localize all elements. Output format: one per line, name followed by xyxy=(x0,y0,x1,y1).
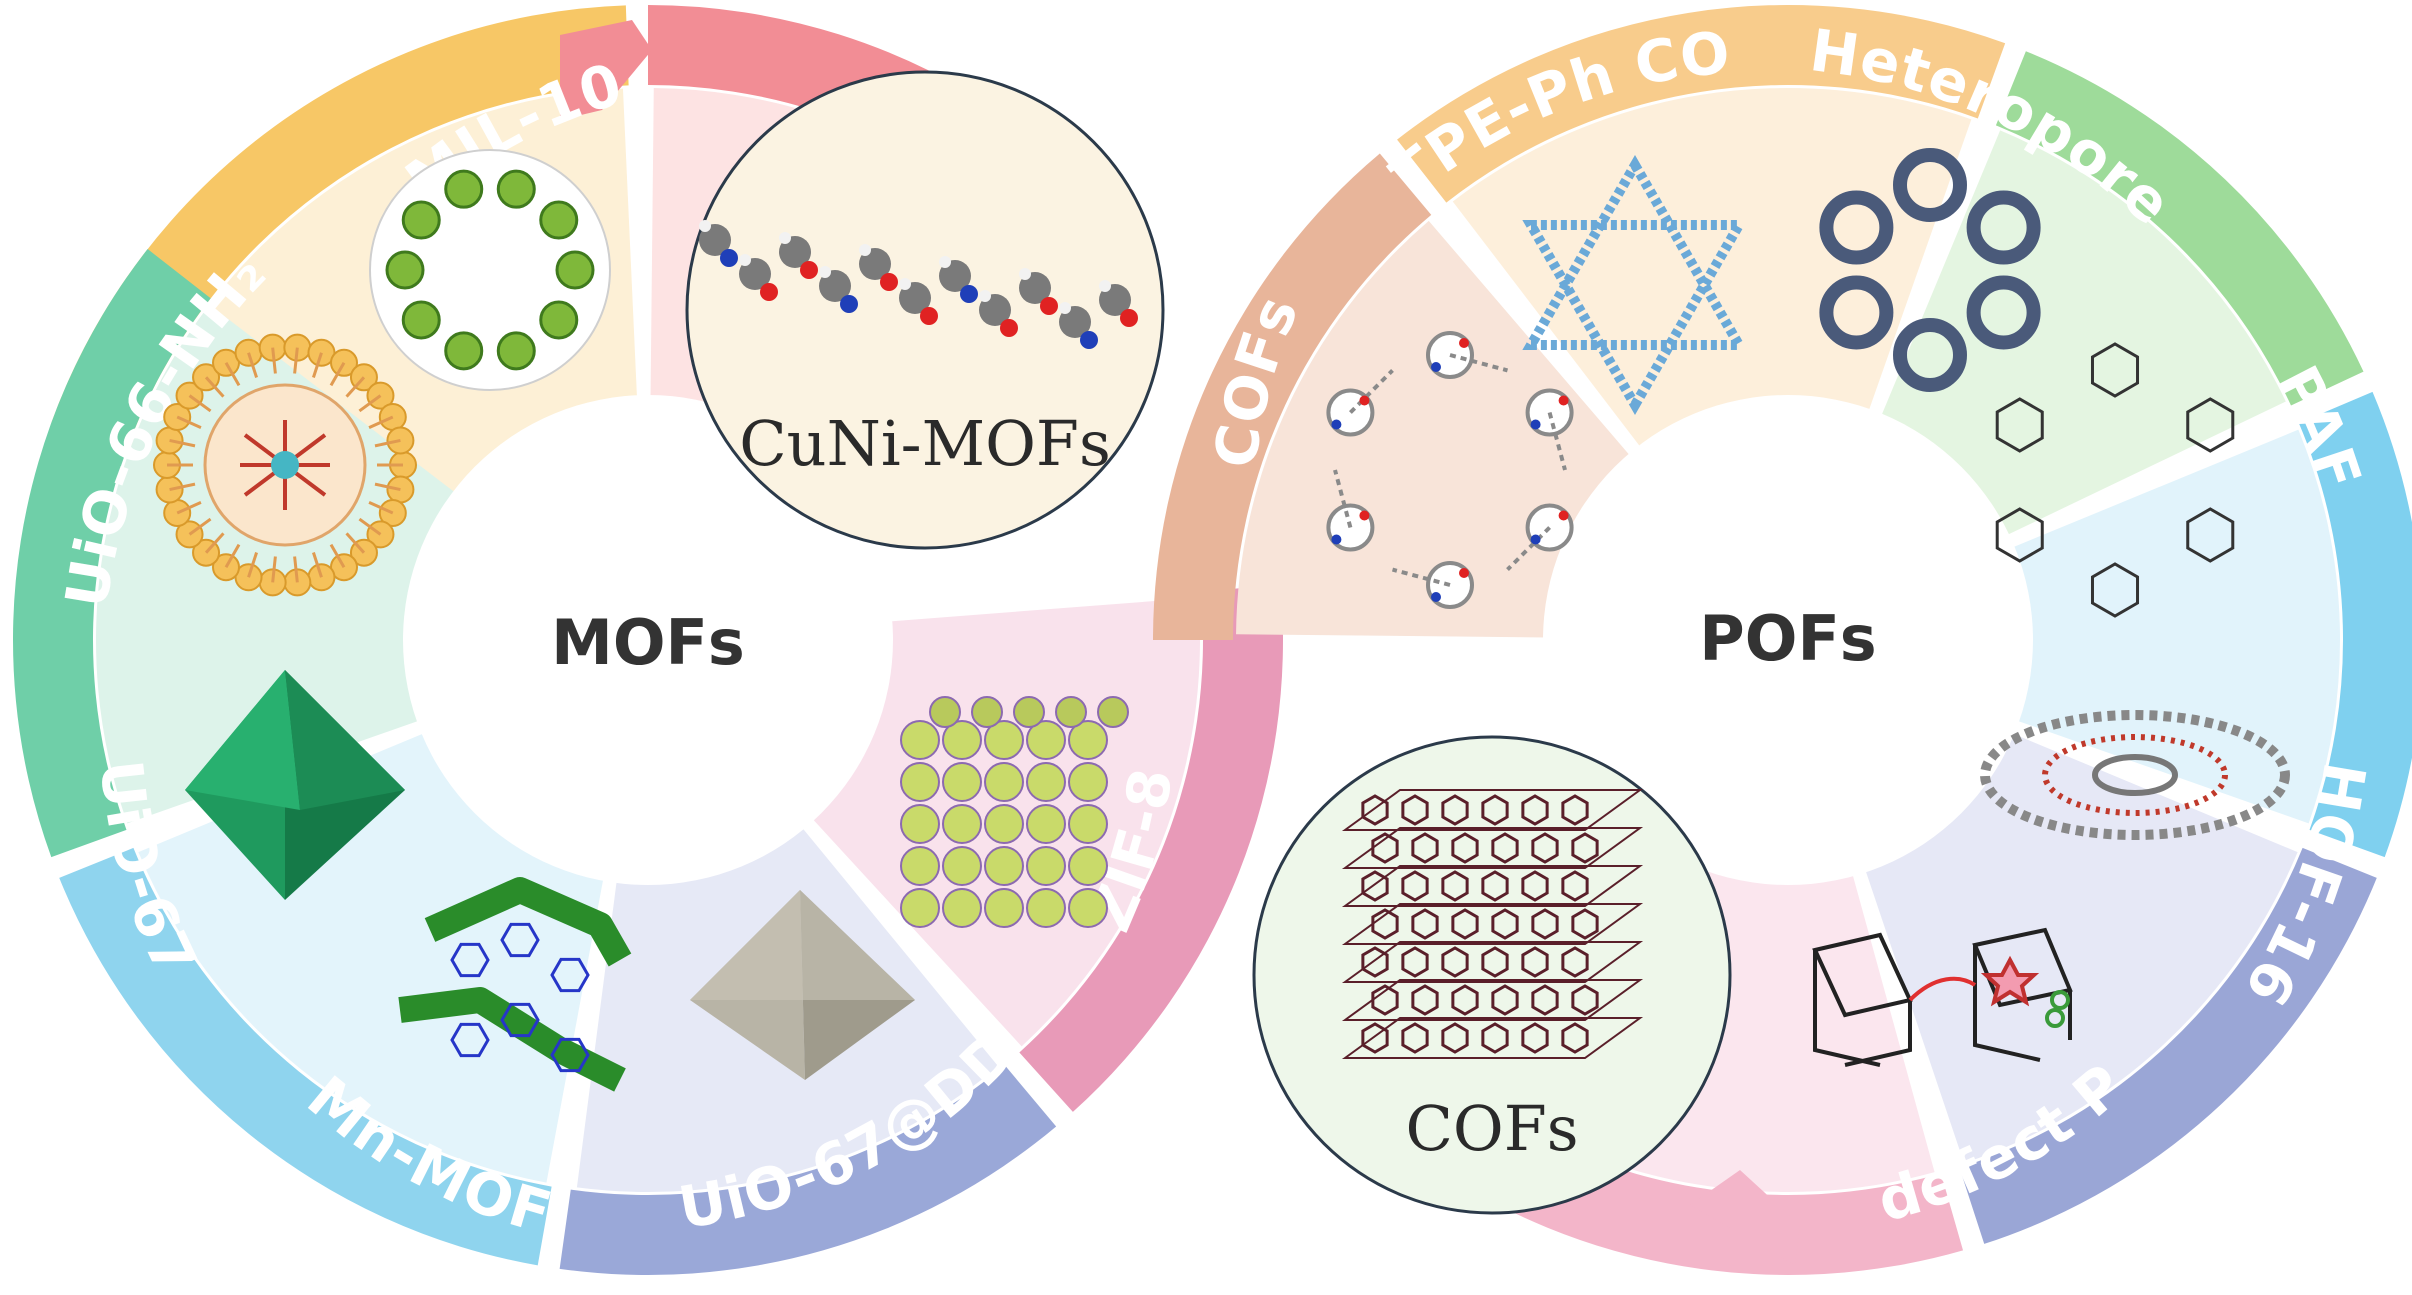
pofs-ring xyxy=(1153,5,2412,1275)
zif-8-structure-image xyxy=(900,696,1129,928)
mofs-top-arrowhead xyxy=(560,20,652,120)
pofs-band-3 xyxy=(2298,391,2412,858)
pofs-bottom-arrowhead xyxy=(1690,1170,1800,1265)
cuni-mofs-feature-circle: CuNi-MOFs xyxy=(685,70,1165,550)
pofs-band-5 xyxy=(1423,1094,1964,1275)
uio-67-ddp-structure-image xyxy=(690,890,915,1080)
pofs-band-0 xyxy=(1153,153,1432,641)
paf-structure-image xyxy=(1995,342,2235,618)
cofs-layered-structure-image xyxy=(1341,789,1644,1059)
pofs-tile-3 xyxy=(2009,429,2340,824)
mil-101-structure-image xyxy=(369,149,611,391)
pofs-hub-label: POFs xyxy=(1699,602,1876,675)
mofs-hub-label: MOFs xyxy=(551,606,745,679)
tpe-ph-cof-structure-image xyxy=(1522,155,1748,415)
defect-pofs-structure-image xyxy=(1812,927,2073,1067)
pofs-band-2 xyxy=(1995,51,2364,406)
mofs-band-3 xyxy=(59,847,552,1266)
cofs-molecule-ring-image xyxy=(1326,331,1574,609)
mofs-band-2 xyxy=(12,249,211,858)
cofs-feature-circle: COFs xyxy=(1252,735,1732,1215)
pofs-band-1 xyxy=(1397,5,2006,203)
mofs-tile-2 xyxy=(96,304,458,824)
heteropore-cof-structure-image xyxy=(1819,148,2041,392)
pofs-band-4 xyxy=(1959,847,2377,1244)
pofs-hub xyxy=(1543,395,2033,885)
cuni-mofs-caption: CuNi-MOFs xyxy=(739,407,1111,480)
mofs-band-5 xyxy=(1019,584,1283,1112)
mn-mofs-structure-image xyxy=(398,877,632,1092)
mofs-band-4 xyxy=(559,1065,1057,1275)
pofs-tile-1 xyxy=(1452,88,1972,450)
uio-66-nh2-o-structure-image xyxy=(153,333,417,597)
pofs-tile-4 xyxy=(1864,732,2298,1164)
pofs-tile-2 xyxy=(1880,130,2286,537)
mofs-hub xyxy=(403,395,893,885)
hof-16-structure-image xyxy=(1980,710,2290,840)
cofs-caption: COFs xyxy=(1405,1092,1578,1165)
cuni-mofs-structure-image xyxy=(699,220,1138,349)
uio-67-octahedron-image xyxy=(185,670,405,900)
